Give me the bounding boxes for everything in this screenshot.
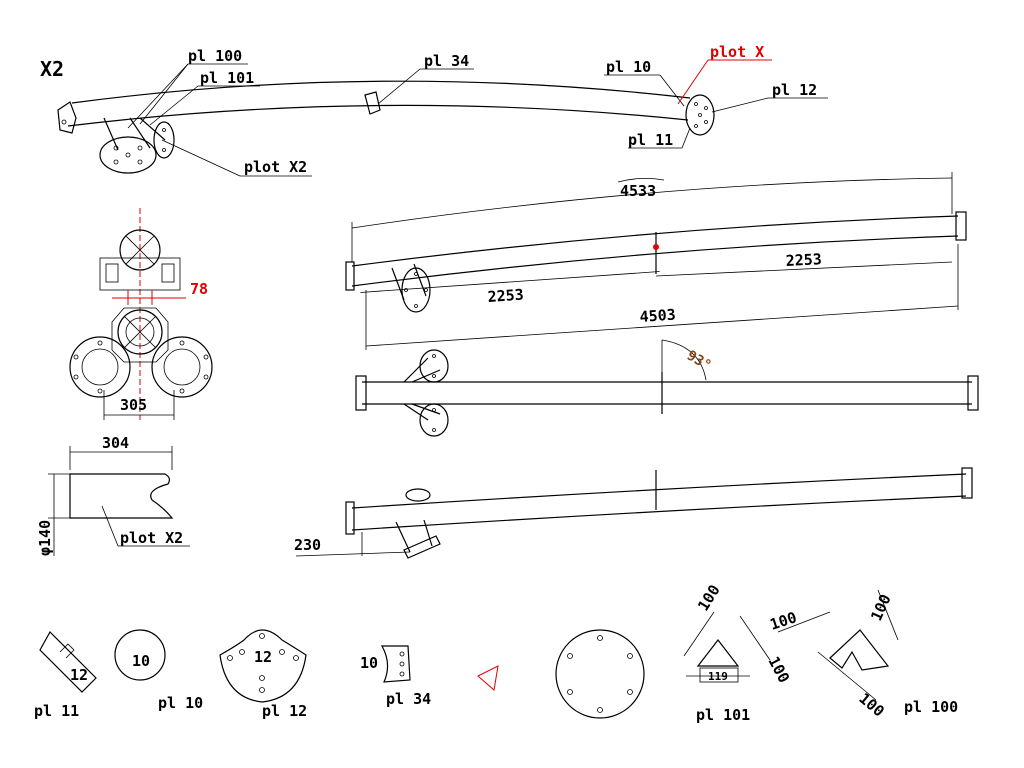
right-end-flange xyxy=(685,94,715,136)
end-view-right-flange xyxy=(151,336,213,398)
end-view-left-flange xyxy=(69,336,131,398)
cut-view: 304 φ140 plot X2 xyxy=(36,434,190,556)
side-view: 4533 2253 2253 4503 xyxy=(345,172,967,350)
pl100-name: pl 100 xyxy=(904,698,958,716)
side-branch-flange xyxy=(401,267,431,313)
pl11-mark: 12 xyxy=(70,666,88,684)
plate-pl101: 100 100 119 pl 101 xyxy=(683,582,793,724)
branch-flange-left xyxy=(99,136,157,174)
end-view-top-flange xyxy=(119,229,161,271)
dim-diameter: φ140 xyxy=(36,520,54,556)
dim-4533: 4533 xyxy=(620,182,656,200)
pl12-name: pl 12 xyxy=(262,702,307,720)
elev-tube-top xyxy=(351,473,967,509)
pl101-name: pl 101 xyxy=(696,706,750,724)
elev-branch-flange xyxy=(403,535,441,559)
cut-profile xyxy=(69,473,174,519)
dim-305: 305 xyxy=(120,396,147,414)
end-view: 78 305 xyxy=(69,208,213,420)
label-pl10: pl 10 xyxy=(606,58,651,76)
dim-4503: 4503 xyxy=(639,306,676,326)
side-tube-bottom xyxy=(351,235,959,287)
isometric-view: pl 100 pl 101 pl 34 pl 10 plot X pl 12 p… xyxy=(57,43,828,177)
elevation-view: 230 xyxy=(294,467,973,559)
tube-top-edge xyxy=(71,80,691,104)
left-end-bracket xyxy=(57,101,77,134)
pl101-dim-base: 119 xyxy=(708,670,728,683)
pl10-mark: 10 xyxy=(132,652,150,670)
dim-2253-right: 2253 xyxy=(785,250,822,270)
plate-pl34: 10 pl 34 xyxy=(360,645,431,708)
label-pl12: pl 12 xyxy=(772,81,817,99)
top-branch-flange-upper xyxy=(419,349,449,383)
pl100-dim-b: 100 xyxy=(867,592,894,624)
side-right-plate xyxy=(955,211,967,241)
branch-flange-right xyxy=(153,121,175,159)
dim-2253-left: 2253 xyxy=(487,286,524,306)
pl34-mark: 10 xyxy=(360,654,378,672)
pl10-name: pl 10 xyxy=(158,694,203,712)
pl34-tab xyxy=(364,91,381,115)
dim-230: 230 xyxy=(294,536,321,554)
pl100-dim-a: 100 xyxy=(768,608,799,633)
label-plot-x: plot X xyxy=(710,43,764,61)
side-left-plate xyxy=(345,261,355,291)
pl101-dim-a: 100 xyxy=(694,582,724,615)
plot-x-triangle xyxy=(477,665,499,691)
label-pl11: pl 11 xyxy=(628,131,673,149)
top-view: 93° xyxy=(355,339,979,437)
plate-large-round xyxy=(555,629,645,719)
plate-pl100: 100 100 100 pl 100 xyxy=(768,589,958,720)
top-branch-flange-lower xyxy=(419,403,449,437)
drawing-title: X2 xyxy=(40,57,64,81)
label-pl100: pl 100 xyxy=(188,47,242,65)
label-pl34: pl 34 xyxy=(424,52,469,70)
plate-pl11: 12 pl 11 xyxy=(34,631,97,720)
pl11-name: pl 11 xyxy=(34,702,79,720)
dim-304: 304 xyxy=(102,434,129,452)
label-pl101: pl 101 xyxy=(200,69,254,87)
pl100-dim-c: 100 xyxy=(855,689,887,720)
plate-pl10: 10 pl 10 xyxy=(114,629,203,712)
branch-stubs xyxy=(103,117,166,151)
elev-tube-bottom xyxy=(351,495,967,531)
pl12-mark: 12 xyxy=(254,648,272,666)
pl34-name: pl 34 xyxy=(386,690,431,708)
side-tube-top xyxy=(351,215,959,267)
center-point xyxy=(653,244,659,250)
dim-angle-93: 93° xyxy=(684,348,714,375)
end-view-center-flange xyxy=(117,309,163,355)
label-plot-x2: plot X2 xyxy=(244,158,307,176)
cut-view-label: plot X2 xyxy=(120,529,183,547)
plate-pl12: 12 pl 12 xyxy=(219,629,307,720)
dim-78: 78 xyxy=(190,280,208,298)
